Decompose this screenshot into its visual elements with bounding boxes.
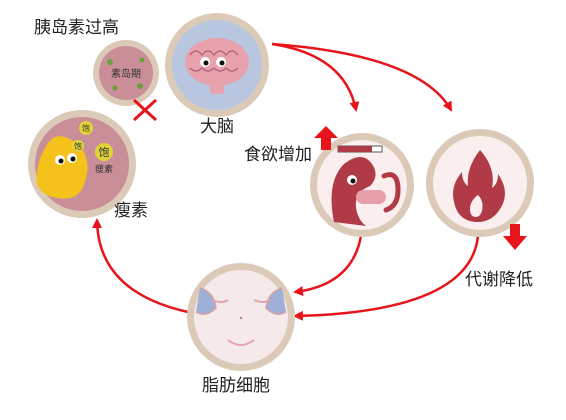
metabolism-down-arrow-icon bbox=[503, 224, 527, 250]
arrow-metabolism-to-fat bbox=[293, 235, 480, 321]
eating-face-icon bbox=[331, 157, 401, 226]
brain-circle bbox=[165, 13, 269, 117]
fat-cell-face-icon bbox=[195, 287, 287, 346]
insulin-circle: 素岛期 bbox=[93, 40, 159, 106]
label-brain: 大脑 bbox=[200, 117, 234, 137]
leptin-text-4: 瘦素 bbox=[95, 163, 113, 175]
arrow-appetite-to-fat bbox=[293, 235, 363, 296]
fat-cells-circle bbox=[187, 263, 295, 371]
label-leptin: 瘦素 bbox=[114, 201, 148, 221]
leptin-text-1: 饱 bbox=[82, 123, 90, 133]
leptin-hormone-icon bbox=[36, 136, 88, 199]
label-appetite-up: 食欲增加 bbox=[244, 145, 312, 165]
flame-icon bbox=[453, 150, 505, 222]
insulin-circle-text: 素岛期 bbox=[111, 67, 141, 80]
blocked-x-icon bbox=[132, 98, 158, 122]
label-metabolism-down: 代谢降低 bbox=[465, 270, 533, 290]
metabolism-circle bbox=[426, 129, 534, 237]
leptin-text-3: 饱 bbox=[74, 141, 82, 151]
arrow-fat-to-leptin bbox=[92, 218, 189, 314]
appetite-level-bar bbox=[337, 145, 383, 153]
label-insulin-high: 胰岛素过高 bbox=[34, 18, 119, 38]
leptin-text-2: 饱 bbox=[99, 145, 110, 159]
leptin-circle: 饱 饱 饱 瘦素 bbox=[28, 110, 136, 218]
appetite-up-arrow-icon bbox=[314, 126, 338, 150]
label-fat-cells: 脂肪细胞 bbox=[202, 376, 270, 396]
flow-arrows bbox=[92, 42, 480, 321]
brain-icon bbox=[185, 38, 249, 94]
arrow-brain-to-appetite bbox=[271, 42, 360, 112]
appetite-circle bbox=[310, 133, 414, 237]
arrow-brain-to-metabolism bbox=[271, 42, 453, 112]
